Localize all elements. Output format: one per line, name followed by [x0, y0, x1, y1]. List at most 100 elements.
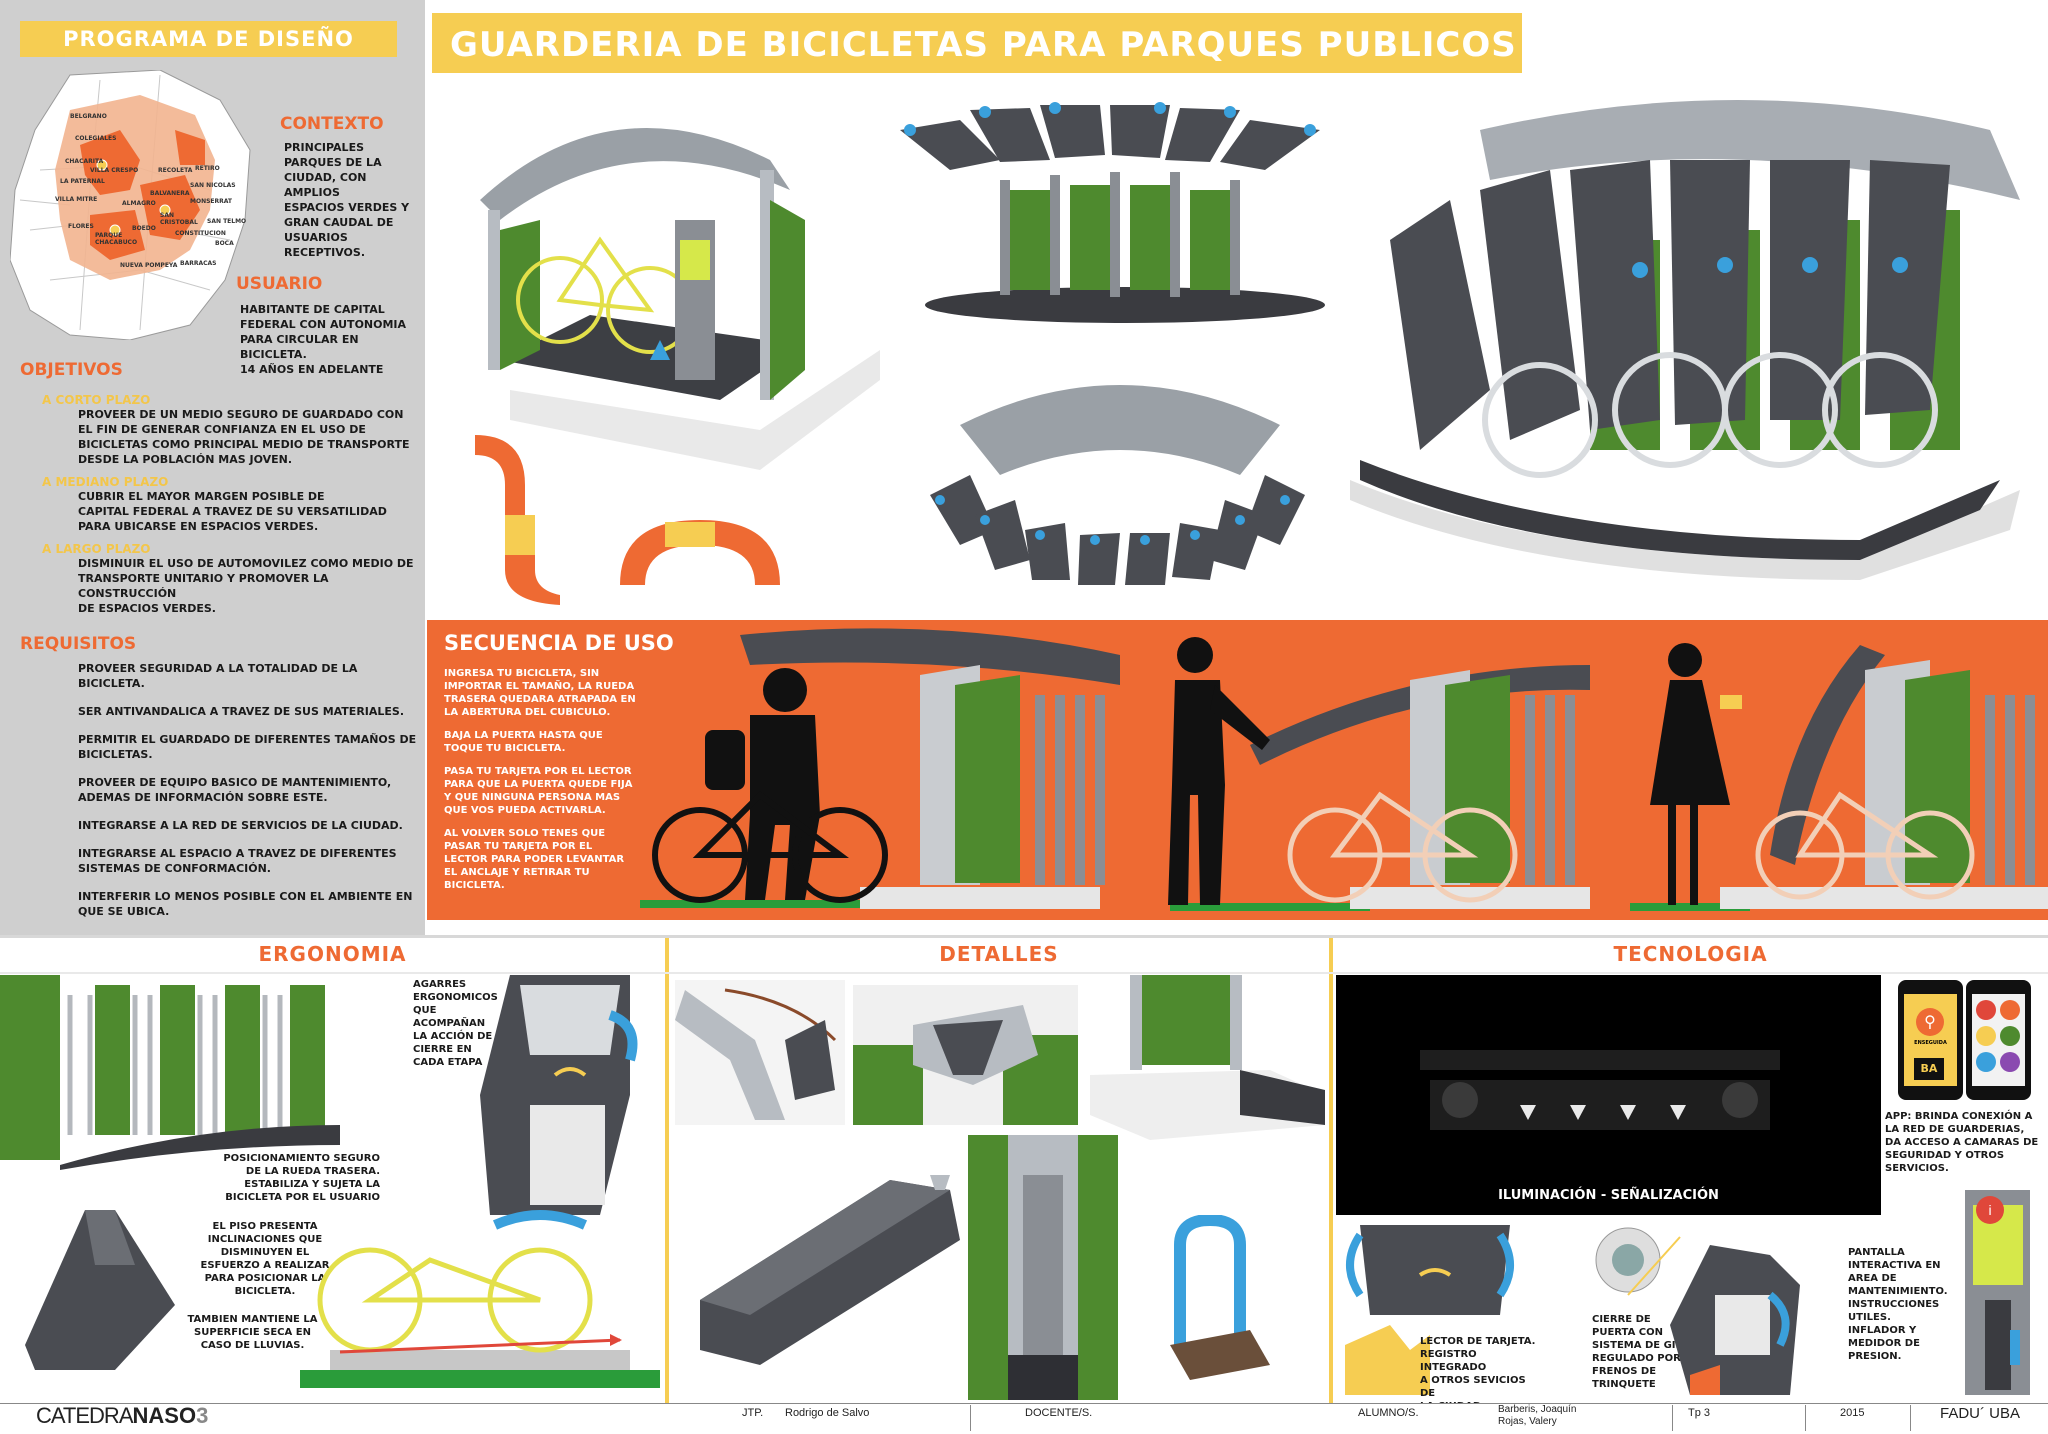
piso-line: ESFUERZO A REALIZAR	[200, 1260, 330, 1271]
alumno-line-2: Rojas, Valery	[1498, 1416, 1557, 1427]
iluminacion-label: ILUMINACIÓN - SEÑALIZACIÓN	[1498, 1188, 1719, 1203]
pantalla-line: INSTRUCCIONES	[1848, 1299, 1940, 1310]
alumno-line-1: Barberis, Joaquín	[1498, 1404, 1577, 1415]
footer-sep-4	[1910, 1405, 1911, 1431]
posicionamiento-line: POSICIONAMIENTO SEGURO	[223, 1153, 380, 1164]
cierre-line: REGULADO POR	[1592, 1353, 1681, 1364]
pantalla-text: PANTALLA INTERACTIVA EN AREA DE MANTENIM…	[1848, 1246, 1948, 1363]
app-grid-icon-info	[2000, 1026, 2020, 1046]
contexto-text: PRINCIPALES PARQUES DE LA CIUDAD, CON AM…	[284, 140, 424, 260]
secuencia-line: QUE VOS PUEDA ACTIVARLA.	[444, 805, 606, 816]
app-grid-icon-map	[2000, 1000, 2020, 1020]
app-screen-2	[1972, 994, 2025, 1086]
contexto-title: CONTEXTO	[280, 114, 384, 134]
requisito-line: SISTEMAS DE CONFORMACIÓN.	[78, 862, 271, 875]
map-label-san-cristobal: SAN CRISTOBAL	[160, 212, 198, 226]
jtp-label: JTP.	[742, 1407, 764, 1419]
app-screen-1: ⚲ ENSEGUIDA BA	[1904, 994, 1957, 1086]
posicionamiento-line: BICICLETA POR EL USUARIO	[225, 1192, 380, 1203]
contexto-line: RECEPTIVOS.	[284, 246, 366, 259]
pantalla-line: INFLADOR Y	[1848, 1325, 1917, 1336]
app-line: DA ACCESO A CAMARAS DE	[1885, 1137, 2039, 1148]
fadu-uba: FADU´ UBA	[1940, 1405, 2021, 1422]
render-perspective-large	[1340, 90, 2030, 585]
ergonomia-floor-render	[15, 1205, 185, 1370]
detalle-frame	[968, 1135, 1118, 1400]
footer-sep-2	[1672, 1405, 1673, 1431]
map-label-parque-chacabuco: PARQUE CHACABUCO	[95, 232, 138, 246]
agarres-line: ACOMPAÑAN	[413, 1018, 486, 1029]
map-label-barracas: BARRACAS	[180, 260, 217, 267]
catedra-logo-a: CATEDRA	[36, 1403, 133, 1428]
secuencia-line: PARA QUE LA PUERTA QUEDE FIJA	[444, 779, 633, 790]
secuencia-line: AL VOLVER SOLO TENES QUE	[444, 828, 606, 839]
objetivo-line: DISMINUIR EL USO DE AUTOMOVILEZ COMO MED…	[78, 557, 414, 570]
requisito-line: BICICLETAS.	[78, 748, 153, 761]
ba-logo: BA	[1914, 1058, 1944, 1080]
map-label-retiro: RETIRO	[195, 165, 220, 172]
requisito-line: PERMITIR EL GUARDADO DE DIFERENTES TAMAÑ…	[78, 733, 417, 746]
tecnologia-door-render	[1670, 1245, 1830, 1400]
lluvias-line: SUPERFICIE SECA EN	[194, 1327, 311, 1338]
secuencia-line: TOQUE TU BICICLETA.	[444, 743, 566, 754]
map-label-san-nicolas: SAN NICOLAS	[190, 182, 236, 189]
jtp-value: Rodrigo de Salvo	[785, 1407, 870, 1419]
app-tile-label: ENSEGUIDA	[1914, 1040, 1947, 1046]
tp-number: Tp 3	[1688, 1407, 1711, 1419]
requisitos-list: PROVEER SEGURIDAD A LA TOTALIDAD DE LA B…	[78, 661, 423, 919]
contexto-line: CIUDAD, CON AMPLIOS	[284, 171, 367, 199]
secuencia-line: INGRESA TU BICICLETA, SIN	[444, 668, 600, 679]
app-grid-icon-camera	[1976, 1052, 1996, 1072]
usuario-line: HABITANTE DE CAPITAL	[240, 303, 385, 316]
secuencia-line: IMPORTAR EL TAMAÑO, LA RUEDA	[444, 681, 635, 692]
map-label-boedo: BOEDO	[132, 225, 156, 232]
objetivos-list: A CORTO PLAZO PROVEER DE UN MEDIO SEGURO…	[42, 393, 422, 616]
usuario-line: PARA CIRCULAR EN BICICLETA.	[240, 333, 359, 361]
footer-sep-1	[970, 1405, 971, 1431]
objetivos-title: OBJETIVOS	[20, 360, 123, 380]
contexto-line: PARQUES DE LA	[284, 156, 382, 169]
secuencia-line: PASA TU TARJETA POR EL LECTOR	[444, 766, 632, 777]
map-label-flores: FLORES	[68, 223, 94, 230]
iluminacion-render	[1420, 1020, 1780, 1150]
secuencia-panel	[427, 620, 2048, 920]
cierre-line: CIERRE DE	[1592, 1314, 1651, 1325]
agarres-line: QUE	[413, 1005, 437, 1016]
requisitos-title: REQUISITOS	[20, 634, 137, 654]
detalle-hinge	[675, 980, 845, 1125]
objetivo-line: PROVEER DE UN MEDIO SEGURO DE GUARDADO C…	[78, 408, 404, 421]
lluvias-line: TAMBIEN MANTIENE LA	[187, 1314, 318, 1325]
bike-app-icon: ⚲	[1916, 1008, 1944, 1036]
requisito-line: ADEMAS DE INFORMACIÓN SOBRE ESTE.	[78, 791, 328, 804]
objetivo-line: EL FIN DE GENERAR CONFIANZA EN EL USO DE	[78, 423, 366, 436]
app-line: SEGURIDAD Y OTROS	[1885, 1150, 2005, 1161]
cierre-line: SISTEMA DE GIRO	[1592, 1340, 1692, 1351]
pantalla-line: PRESION.	[1848, 1351, 1902, 1362]
render-row-aerial-view	[920, 365, 1320, 585]
pantalla-line: AREA DE	[1848, 1273, 1897, 1284]
secuencia-line: EL ANCLAJE Y RETIRAR TU	[444, 867, 590, 878]
objetivo-term: A MEDIANO PLAZO	[42, 475, 169, 489]
section-header-underline	[0, 972, 2048, 974]
app-grid-icon-chat	[1976, 1026, 1996, 1046]
piso-line: DISMINUYEN EL	[220, 1247, 310, 1258]
contexto-line: USUARIOS	[284, 231, 348, 244]
objetivo-line: DESDE LA POBLACIÓN MAS JOVEN.	[78, 453, 293, 466]
app-line: SERVICIOS.	[1885, 1163, 1949, 1174]
map-label-belgrano: BELGRANO	[70, 113, 107, 120]
ergonomia-header-bar	[0, 938, 665, 972]
requisito-line: QUE SE UBICA.	[78, 905, 170, 918]
secuencia-line: BICICLETA.	[444, 880, 505, 891]
catedra-logo: CATEDRANASO3	[36, 1403, 208, 1429]
secuencia-scene-2	[1150, 625, 1610, 915]
agarres-line: CIERRE EN	[413, 1044, 472, 1055]
map-label-villa-crespo: VILLA CRESPO	[90, 167, 139, 174]
app-grid-icon-settings	[2000, 1052, 2020, 1072]
contexto-line: PRINCIPALES	[284, 141, 365, 154]
cierre-text: CIERRE DE PUERTA CON SISTEMA DE GIRO REG…	[1592, 1313, 1702, 1391]
map-label-almagro: ALMAGRO	[122, 200, 156, 207]
app-text: APP: BRINDA CONEXIÓN A LA RED DE GUARDER…	[1885, 1110, 2045, 1175]
detalles-divider	[1329, 938, 1333, 1403]
ergonomia-title: ERGONOMIA	[258, 942, 407, 966]
pantalla-render: i	[1955, 1180, 2040, 1395]
